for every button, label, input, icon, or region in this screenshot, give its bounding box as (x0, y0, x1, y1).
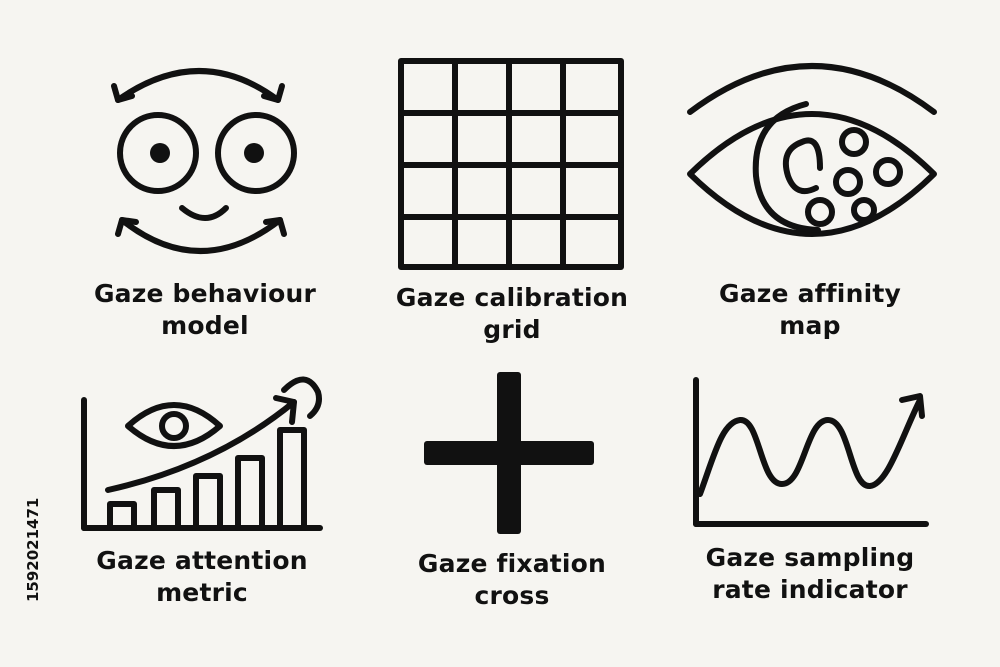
caption-affinity: Gaze affinity map (665, 278, 955, 342)
caption-sampling: Gaze sampling rate indicator (660, 542, 960, 606)
caption-line: Gaze affinity (718, 279, 901, 308)
caption-line: Gaze calibration (395, 283, 629, 312)
caption-line: grid (483, 315, 541, 344)
caption-line: Gaze fixation (417, 549, 607, 578)
caption-line: rate indicator (712, 575, 908, 604)
face-eyes-rotate-icon (100, 50, 300, 254)
eye-bar-growth-chart-icon (76, 372, 326, 536)
caption-line: metric (156, 578, 248, 607)
caption-calibration: Gaze calibration grid (362, 282, 662, 346)
eye-dots-map-icon (684, 58, 940, 248)
caption-line: map (779, 311, 841, 340)
caption-fixation: Gaze fixation cross (362, 548, 662, 612)
calibration-grid-icon (396, 56, 626, 272)
caption-behaviour: Gaze behaviour model (60, 278, 350, 342)
caption-attention: Gaze attention metric (52, 545, 352, 609)
caption-line: model (161, 311, 249, 340)
caption-line: Gaze behaviour (93, 279, 317, 308)
fixation-cross-icon (424, 372, 594, 534)
caption-line: cross (474, 581, 550, 610)
stock-id-label: 1592021471 (24, 497, 42, 602)
caption-line: Gaze sampling (705, 543, 915, 572)
wave-arrow-chart-icon (690, 376, 930, 530)
caption-line: Gaze attention (96, 546, 308, 575)
